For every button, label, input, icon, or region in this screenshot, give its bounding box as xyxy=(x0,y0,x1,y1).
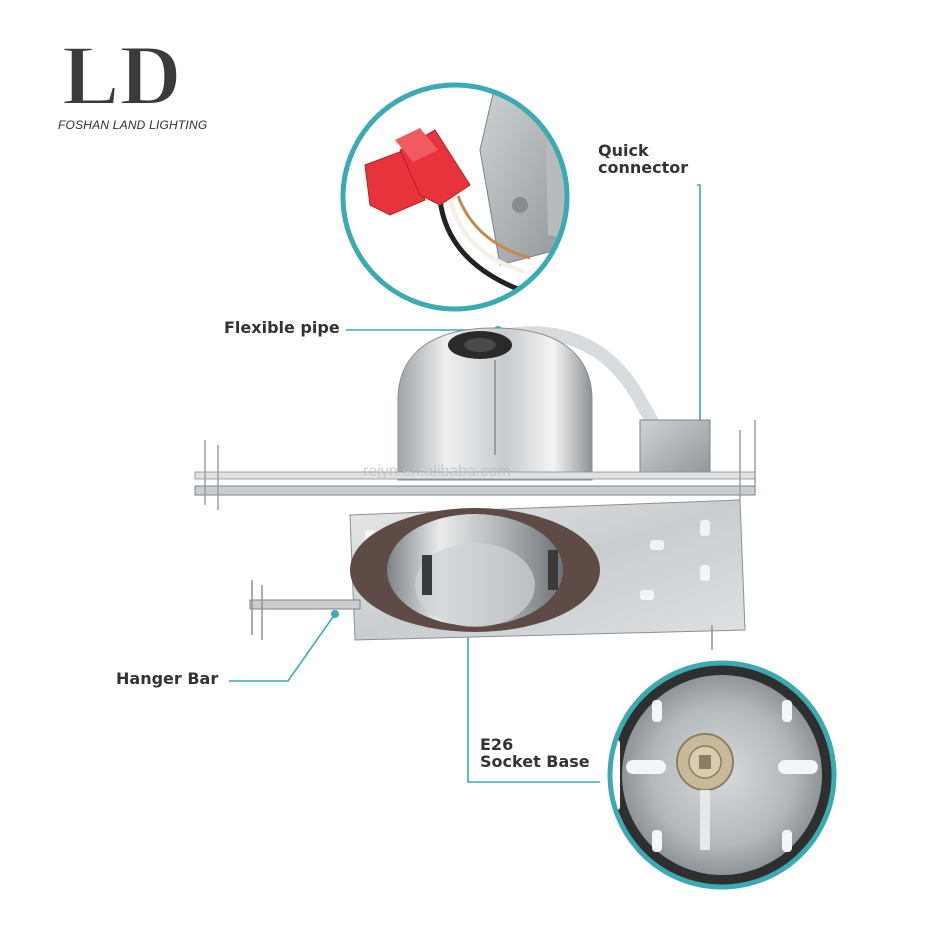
e26-socket-label-line1: E26 xyxy=(480,735,514,754)
flexible-pipe-label: Flexible pipe xyxy=(224,318,340,337)
quick-connector-inset xyxy=(340,82,570,312)
e26-socket-label: E26 Socket Base xyxy=(480,735,590,771)
quick-connector-label-line1: Quick xyxy=(598,141,649,160)
socket-base-inset xyxy=(607,660,837,890)
recessed-housing xyxy=(194,326,756,650)
hanger-bar-label: Hanger Bar xyxy=(116,669,219,688)
watermark: rejyn.en.alibaba.com xyxy=(363,463,511,480)
logo-mark: LD xyxy=(61,28,182,118)
quick-connector-label-line2: connector xyxy=(598,157,689,177)
quick-connector-label: Quick connector xyxy=(598,141,689,177)
brand-name: FOSHAN LAND LIGHTING xyxy=(58,118,208,132)
logo-letters: LD xyxy=(62,28,181,118)
e26-socket-label-line2: Socket Base xyxy=(480,751,590,771)
